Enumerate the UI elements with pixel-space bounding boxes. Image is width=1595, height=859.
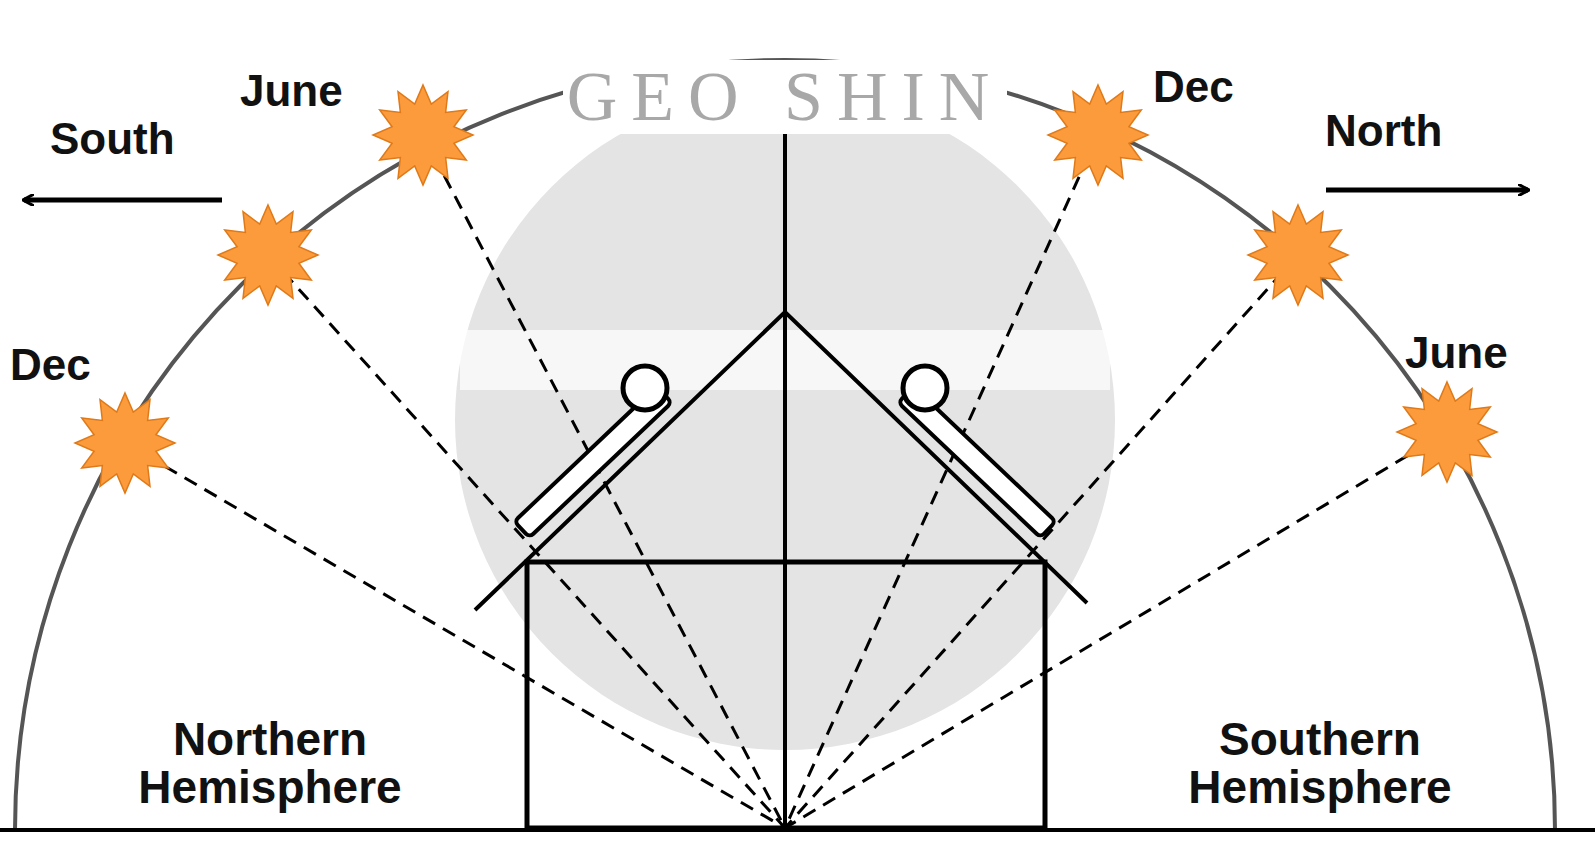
hemisphere-label: Northern Hemisphere: [60, 715, 480, 812]
sun: [1397, 382, 1497, 482]
hemisphere-label: Southern Hemisphere: [1105, 715, 1535, 812]
sun: [75, 393, 175, 493]
sky-arc: [15, 60, 1555, 830]
month-label: June: [240, 68, 343, 114]
water-tank: [903, 366, 947, 410]
sun: [373, 85, 473, 185]
water-tank: [623, 366, 667, 410]
month-label: June: [1405, 330, 1508, 376]
direction-label: South: [50, 116, 175, 162]
suns: [75, 85, 1497, 493]
north-arrow: [1326, 188, 1528, 193]
south-arrow: [24, 198, 222, 203]
house-body: [527, 562, 1045, 828]
month-label: Dec: [1153, 64, 1234, 110]
sun: [218, 205, 318, 305]
direction-label: North: [1325, 108, 1442, 154]
sun-ray: [785, 135, 1098, 828]
sun: [1248, 205, 1348, 305]
zenith-line: [783, 60, 787, 828]
watermark: GEO SHIN: [563, 60, 1008, 134]
sun: [1048, 85, 1148, 185]
month-label: Dec: [10, 342, 91, 388]
house-roof: [475, 312, 1087, 610]
